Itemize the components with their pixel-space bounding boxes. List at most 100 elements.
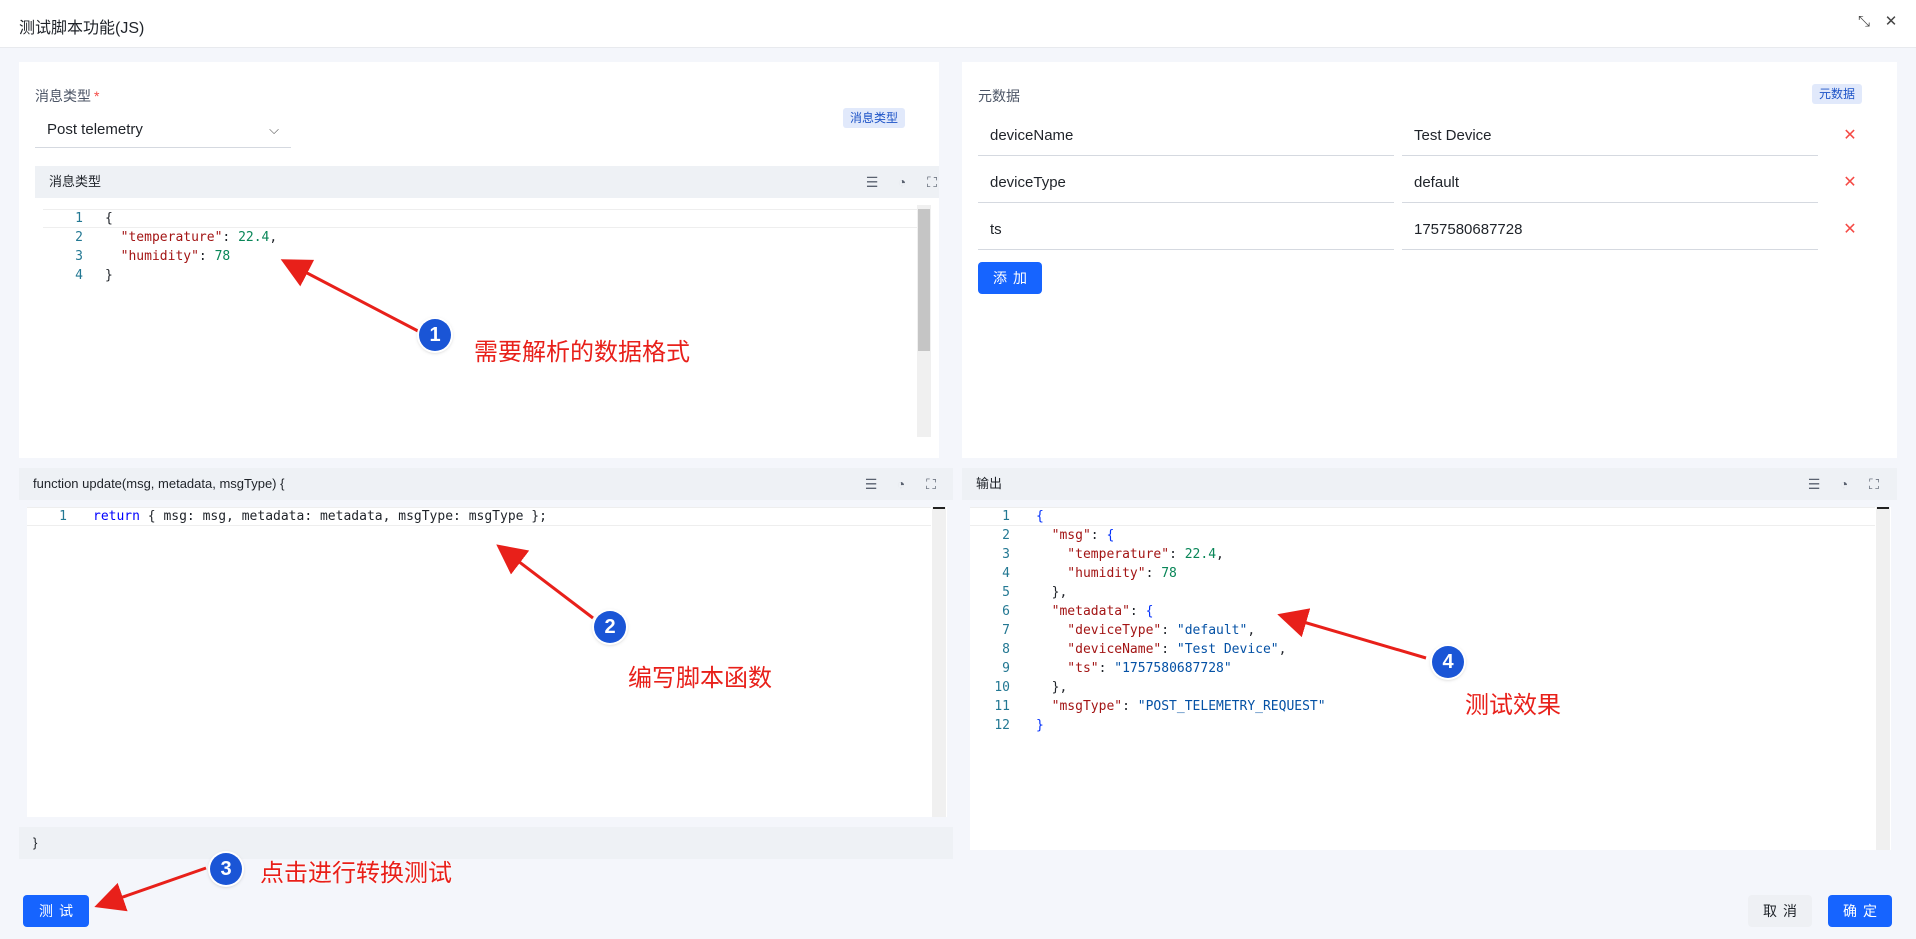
- metadata-key-input[interactable]: deviceName: [978, 116, 1394, 156]
- line-number: 7: [1002, 623, 1010, 638]
- fullscreen-icon[interactable]: ⛶: [1869, 476, 1879, 492]
- msg-type-label: 消息类型*: [35, 88, 100, 104]
- code-token: "deviceName": [1036, 642, 1162, 657]
- line-number: 3: [1002, 547, 1010, 562]
- metadata-tag: 元数据: [1812, 84, 1863, 104]
- code-token: 22.4: [238, 230, 270, 245]
- cancel-button[interactable]: 取消: [1748, 895, 1812, 927]
- code-token: "POST_TELEMETRY_REQUEST": [1137, 699, 1326, 714]
- code-line: 1{: [970, 507, 1891, 526]
- msg-type-select[interactable]: Post telemetry ⌵: [35, 112, 291, 148]
- msg-editor-header: 消息类型 ☰ ◔ ⛶: [35, 166, 939, 198]
- line-number: 6: [1002, 604, 1010, 619]
- close-icon[interactable]: ✕: [1884, 13, 1898, 30]
- code-token: "ts": [1036, 661, 1099, 676]
- code-token: "temperature": [1036, 547, 1170, 562]
- metadata-value-input[interactable]: 1757580687728: [1402, 210, 1818, 250]
- code-token: :: [1169, 547, 1185, 562]
- code-token: "temperature": [105, 230, 223, 245]
- line-number: 1: [75, 211, 83, 226]
- code-token: :: [1122, 699, 1138, 714]
- code-token: "humidity": [105, 249, 199, 264]
- delete-row-icon[interactable]: ✕: [1843, 127, 1857, 144]
- format-icon[interactable]: ☰: [864, 476, 878, 492]
- editor-scrollbar[interactable]: [1876, 507, 1890, 850]
- code-token: 78: [1161, 566, 1177, 581]
- output-header: 输出 ☰ ◔ ⛶: [962, 468, 1897, 500]
- code-line: 3 "temperature": 22.4,: [970, 545, 1891, 564]
- code-token: "humidity": [1036, 566, 1146, 581]
- metadata-value-input[interactable]: Test Device: [1402, 116, 1818, 156]
- code-line: 3 "humidity": 78: [43, 247, 933, 266]
- metadata-label: 元数据: [978, 88, 1020, 104]
- code-line: 8 "deviceName": "Test Device",: [970, 640, 1891, 659]
- code-line: 11 "msgType": "POST_TELEMETRY_REQUEST": [970, 697, 1891, 716]
- output-code-viewer[interactable]: 1{2 "msg": {3 "temperature": 22.4,4 "hum…: [970, 507, 1891, 850]
- line-number: 1: [59, 509, 67, 524]
- test-button[interactable]: 测试: [23, 895, 89, 927]
- code-token: :: [1129, 604, 1146, 619]
- code-token: "deviceType": [1036, 623, 1162, 638]
- code-token: :: [1161, 623, 1177, 638]
- code-token: {: [1036, 509, 1044, 524]
- code-token: return: [93, 509, 140, 524]
- line-number: 11: [994, 699, 1010, 714]
- code-token: "Test Device": [1176, 642, 1279, 657]
- annotation-text-1: 需要解析的数据格式: [474, 338, 690, 366]
- metadata-key-input[interactable]: ts: [978, 210, 1394, 250]
- code-line: 6 "metadata": {: [970, 602, 1891, 621]
- msg-type-select-value: Post telemetry: [47, 121, 143, 138]
- add-metadata-button[interactable]: 添加: [978, 262, 1042, 294]
- delete-row-icon[interactable]: ✕: [1843, 174, 1857, 191]
- editor-scrollbar[interactable]: [932, 507, 946, 817]
- delete-row-icon[interactable]: ✕: [1843, 221, 1857, 238]
- code-token: "msgType": [1036, 699, 1123, 714]
- code-token: :: [1090, 528, 1107, 543]
- code-token: "msg": [1036, 528, 1091, 543]
- annotation-text-3: 点击进行转换测试: [260, 859, 452, 887]
- script-editor-footer: }: [19, 827, 953, 859]
- code-line: 9 "ts": "1757580687728": [970, 659, 1891, 678]
- message-panel: 消息类型* 消息类型 Post telemetry ⌵ 消息类型 ☰ ◔ ⛶ 1…: [19, 62, 939, 458]
- code-token: {: [1106, 528, 1115, 543]
- metadata-value-input[interactable]: default: [1402, 163, 1818, 203]
- annotation-text-4: 测试效果: [1465, 691, 1561, 719]
- dialog-titlebar: 测试脚本功能(JS) ⤡ ✕: [0, 0, 1916, 48]
- line-number: 2: [75, 230, 83, 245]
- fullscreen-icon[interactable]: ⛶: [926, 476, 936, 492]
- theme-icon[interactable]: ◔: [1839, 476, 1849, 492]
- code-token: }: [105, 268, 113, 283]
- dialog-title: 测试脚本功能(JS): [19, 20, 145, 37]
- theme-icon[interactable]: ◔: [897, 174, 907, 190]
- editor-scrollbar[interactable]: [917, 205, 931, 437]
- annotation-badge-3: 3: [210, 853, 242, 885]
- annotation-badge-4: 4: [1432, 646, 1464, 678]
- metadata-key-input[interactable]: deviceType: [978, 163, 1394, 203]
- code-token: {: [105, 211, 113, 226]
- code-token: :: [1145, 566, 1162, 581]
- annotation-text-2: 编写脚本函数: [628, 664, 772, 692]
- format-icon[interactable]: ☰: [1807, 476, 1821, 492]
- code-line: 4}: [43, 266, 933, 285]
- code-token: :: [1098, 661, 1115, 676]
- line-number: 3: [75, 249, 83, 264]
- output-title: 输出: [976, 476, 1003, 491]
- theme-icon[interactable]: ◔: [896, 476, 906, 492]
- msg-code-editor[interactable]: 1{2 "temperature": 22.4,3 "humidity": 78…: [43, 205, 933, 437]
- fullscreen-icon[interactable]: ⛶: [927, 174, 937, 190]
- code-token: 78: [214, 249, 231, 264]
- line-number: 12: [994, 718, 1010, 733]
- line-number: 4: [75, 268, 83, 283]
- code-line: 2 "temperature": 22.4,: [43, 228, 933, 247]
- code-line: 1{: [43, 209, 933, 228]
- collapse-icon[interactable]: ⤡: [1857, 13, 1870, 30]
- function-signature: function update(msg, metadata, msgType) …: [33, 476, 285, 491]
- code-token: ,: [1247, 623, 1256, 638]
- annotation-badge-2: 2: [594, 611, 626, 643]
- format-icon[interactable]: ☰: [865, 174, 879, 190]
- confirm-button[interactable]: 确定: [1828, 895, 1892, 927]
- code-token: "metadata": [1036, 604, 1130, 619]
- code-token: ,: [269, 230, 278, 245]
